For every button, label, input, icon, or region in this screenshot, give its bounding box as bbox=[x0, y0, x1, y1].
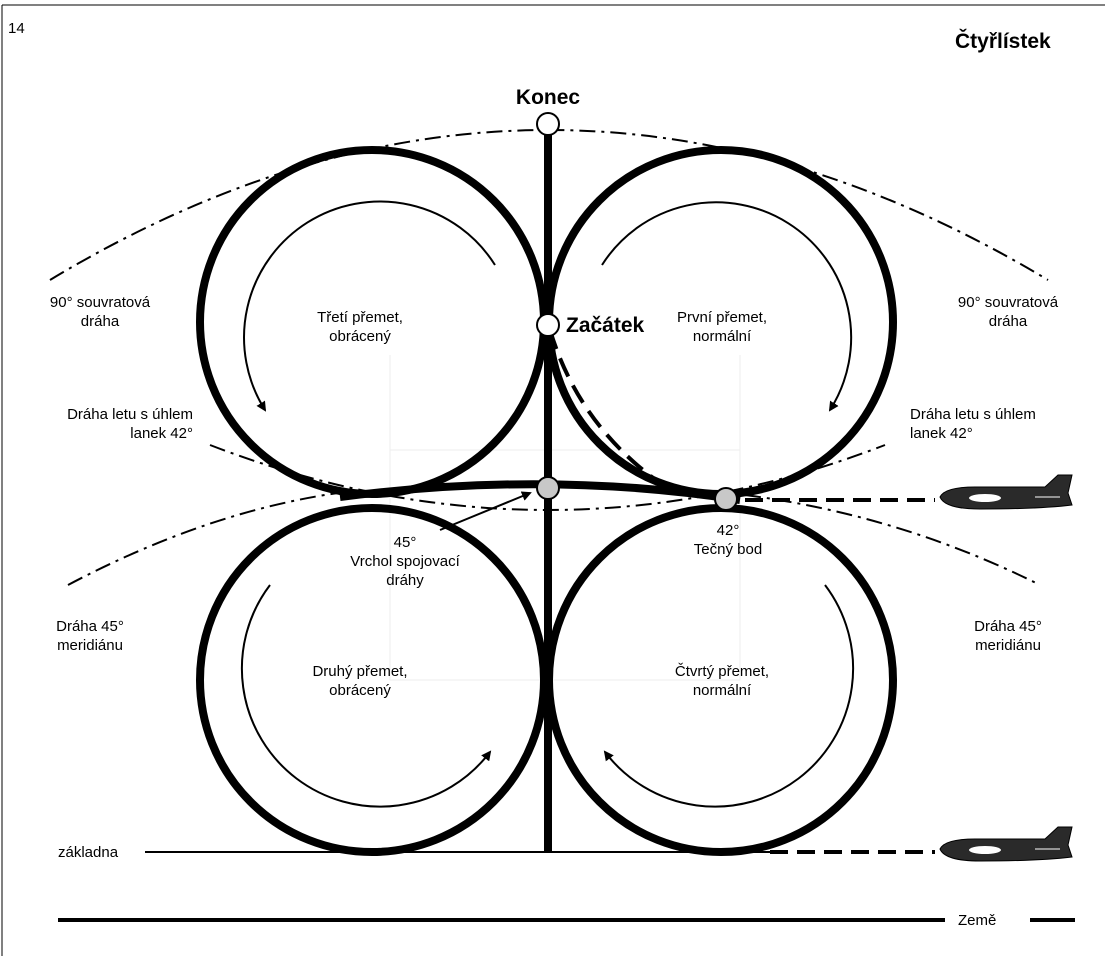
meridian-label-left: Dráha 45° meridiánu bbox=[56, 618, 124, 654]
apex-label: 45° Vrchol spojovací dráhy bbox=[350, 534, 460, 589]
arrow-third bbox=[243, 200, 496, 412]
page-number: 14 bbox=[8, 20, 25, 37]
start-label: Začátek bbox=[566, 314, 645, 337]
airplane-icon bbox=[939, 474, 1073, 510]
loop-third-label: Třetí přemet, obrácený bbox=[317, 309, 403, 345]
faint-guides bbox=[389, 355, 741, 681]
tangent-label: 42° Tečný bod bbox=[693, 522, 763, 558]
arrow-apex bbox=[439, 491, 532, 531]
page-frame bbox=[1, 4, 1105, 956]
start-marker bbox=[536, 313, 560, 337]
ground-label: Země bbox=[958, 912, 997, 929]
arrow-fourth bbox=[603, 584, 855, 808]
end-marker bbox=[536, 112, 560, 136]
arrow-first bbox=[601, 201, 853, 412]
meridian-label-right: Dráha 45° meridiánu bbox=[974, 618, 1042, 654]
base-label: základna bbox=[58, 844, 119, 861]
end-label: Konec bbox=[515, 86, 581, 109]
tangent-marker bbox=[714, 487, 738, 511]
entry-dashed-path bbox=[548, 329, 672, 492]
loop-second-label: Druhý přemet, obrácený bbox=[312, 663, 408, 699]
loop-first-label: První přemet, normální bbox=[676, 309, 768, 345]
meridian-path-left bbox=[67, 491, 346, 586]
path42-label-right: Dráha letu s úhlem lanek 42° bbox=[910, 406, 1036, 442]
apex-marker bbox=[536, 476, 560, 500]
overhead-label-right: 90° souvratová dráha bbox=[957, 294, 1059, 330]
direction-arrows bbox=[240, 200, 855, 808]
page-title: Čtyřlístek bbox=[955, 30, 1051, 53]
loop-fourth-label: Čtvrtý přemet, normální bbox=[674, 663, 770, 699]
overhead-label-left: 90° souvratová dráha bbox=[49, 294, 151, 330]
path42-label-left: Dráha letu s úhlem lanek 42° bbox=[67, 406, 193, 442]
arrow-second bbox=[240, 584, 492, 808]
airplane-icon bbox=[939, 826, 1073, 862]
